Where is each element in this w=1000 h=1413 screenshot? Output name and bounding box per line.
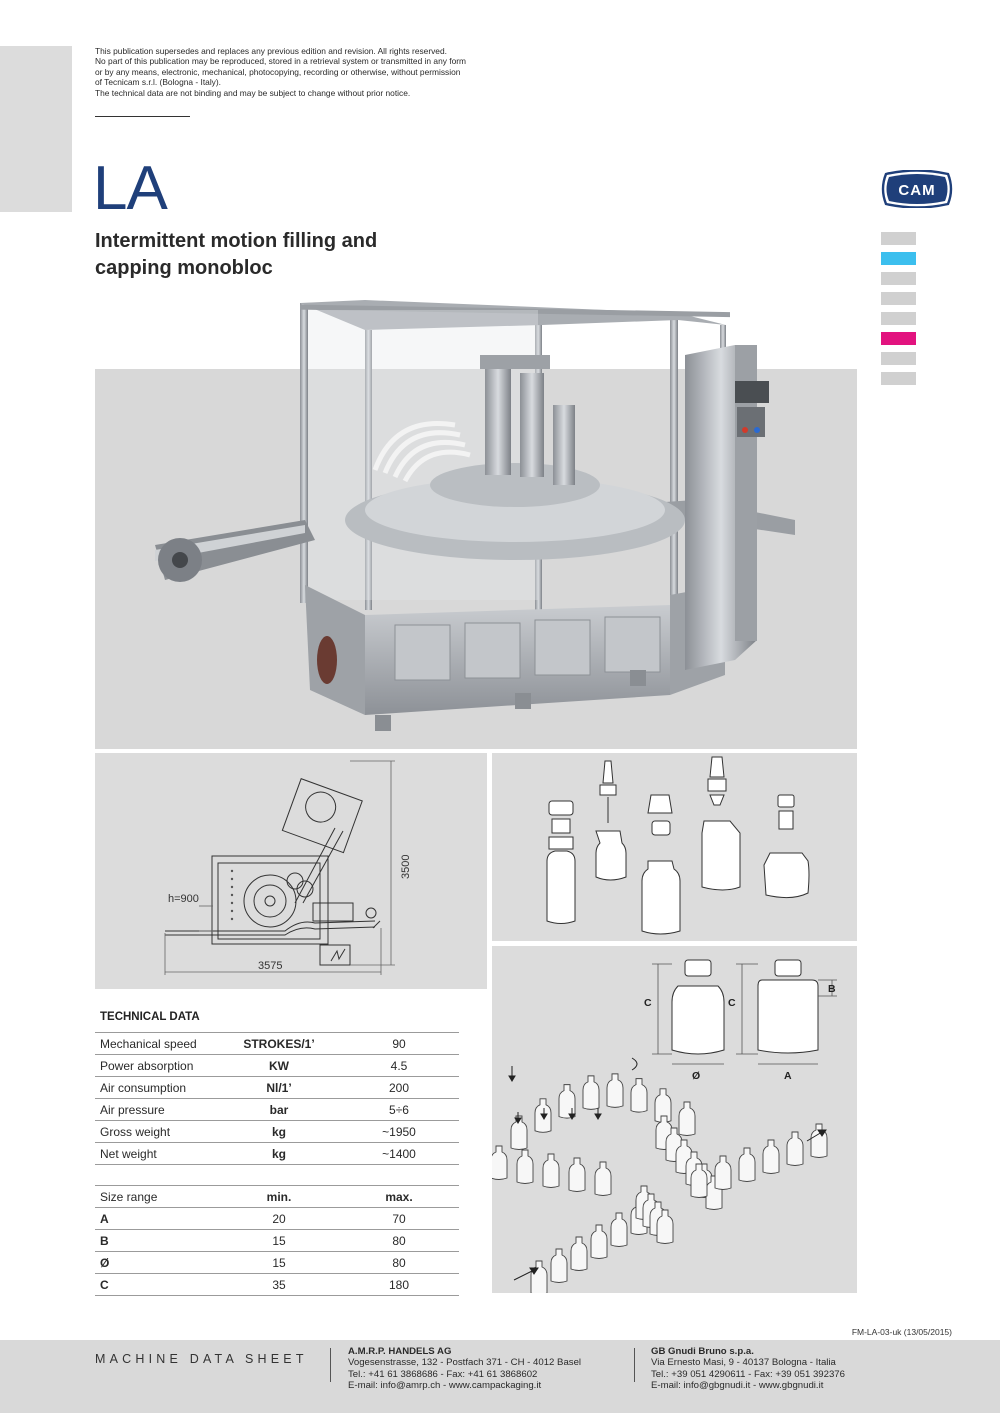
bottle-icon bbox=[762, 1139, 780, 1174]
process-illustration: C C B Ø A bbox=[492, 959, 837, 1293]
table-row: A 20 70 bbox=[95, 1207, 459, 1230]
dim-c-left: C bbox=[644, 997, 652, 1009]
bottle-icon bbox=[590, 1224, 608, 1259]
subtitle-line: capping monobloc bbox=[95, 257, 273, 279]
layout-drawing: h=900 3575 3500 bbox=[164, 760, 412, 975]
bottle-icon bbox=[542, 1153, 560, 1188]
notice-line: No part of this publication may be repro… bbox=[95, 56, 466, 67]
color-swatch bbox=[881, 312, 916, 325]
bottle-icon bbox=[738, 1147, 756, 1182]
notice-line: The technical data are not binding and m… bbox=[95, 87, 411, 98]
bottle-icon bbox=[714, 1155, 732, 1190]
table-row: Mechanical speed STROKES/1’ 90 bbox=[95, 1032, 459, 1055]
bottle-icon bbox=[610, 1212, 628, 1247]
color-swatch bbox=[881, 372, 916, 385]
bottle-icon bbox=[630, 1078, 648, 1113]
bottle-icon bbox=[550, 1248, 568, 1283]
dim-b: B bbox=[828, 983, 836, 995]
table-row: Gross weight kg ~1950 bbox=[95, 1120, 459, 1143]
size-range-table: Size range min. max. A 20 70 B 15 80 Ø 1… bbox=[95, 1185, 459, 1296]
table-row: Air consumption Nl/1’ 200 bbox=[95, 1076, 459, 1099]
bottle-icon bbox=[558, 1084, 576, 1119]
bottle-icon bbox=[530, 1260, 548, 1293]
notice-line: of Tecnicam s.r.l. (Bologna - Italy). bbox=[95, 77, 221, 88]
layout-drawing-panel: h=900 3575 3500 bbox=[95, 753, 487, 989]
footer-label: MACHINE DATA SHEET bbox=[95, 1352, 308, 1366]
table-header-row: Size range min. max. bbox=[95, 1185, 459, 1208]
bottle-icon bbox=[786, 1131, 804, 1166]
copyright-notice: This publication supersedes and replaces… bbox=[95, 46, 475, 98]
notice-line: This publication supersedes and replaces… bbox=[95, 46, 447, 56]
table-row: C 35 180 bbox=[95, 1273, 459, 1296]
footer-divider bbox=[634, 1348, 635, 1382]
color-swatch bbox=[881, 352, 916, 365]
bottle-icon bbox=[606, 1073, 624, 1108]
dim-a: A bbox=[784, 1070, 792, 1082]
table-row: Net weight kg ~1400 bbox=[95, 1142, 459, 1165]
footer: MACHINE DATA SHEET A.M.R.P. HANDELS AG V… bbox=[0, 1340, 1000, 1413]
bottle-icon bbox=[810, 1123, 828, 1158]
table-row: Air pressure bar 5÷6 bbox=[95, 1098, 459, 1121]
product-subtitle: Intermittent motion filling and capping … bbox=[95, 228, 515, 282]
bottle-icon bbox=[568, 1157, 586, 1192]
bottle-icon bbox=[582, 1075, 600, 1110]
color-swatch bbox=[881, 252, 916, 265]
color-swatch bbox=[881, 332, 916, 345]
bottle-icon bbox=[594, 1161, 612, 1196]
model-name: LA bbox=[93, 154, 168, 223]
color-swatch bbox=[881, 232, 916, 245]
table-row: Power absorption KW 4.5 bbox=[95, 1054, 459, 1077]
document-code: FM-LA-03-uk (13/05/2015) bbox=[851, 1327, 952, 1337]
closures-panel bbox=[492, 753, 857, 941]
bottle-icon bbox=[516, 1149, 534, 1184]
bottle-icon bbox=[570, 1236, 588, 1271]
technical-data-title: TECHNICAL DATA bbox=[100, 1011, 200, 1023]
height-label: h=900 bbox=[168, 893, 199, 905]
bottle-icon bbox=[690, 1163, 708, 1198]
bottle-icon bbox=[492, 1145, 508, 1180]
technical-data-table: Mechanical speed STROKES/1’ 90 Power abs… bbox=[95, 1032, 459, 1165]
subtitle-line: Intermittent motion filling and bbox=[95, 230, 378, 252]
footer-divider bbox=[330, 1348, 331, 1382]
bottle-icon bbox=[656, 1209, 674, 1244]
table-row: Ø 15 80 bbox=[95, 1251, 459, 1274]
color-swatch bbox=[881, 292, 916, 305]
notice-divider bbox=[95, 116, 190, 117]
dealer-address-1: A.M.R.P. HANDELS AG Vogesenstrasse, 132 … bbox=[348, 1346, 582, 1392]
dim-c-right: C bbox=[728, 997, 736, 1009]
machine-photo bbox=[155, 300, 795, 731]
notice-line: or by any means, electronic, mechanical,… bbox=[95, 66, 461, 77]
table-row: B 15 80 bbox=[95, 1229, 459, 1252]
closures-illustration bbox=[546, 756, 810, 935]
bottle-icon bbox=[510, 1115, 528, 1150]
dim-diameter: Ø bbox=[692, 1070, 700, 1082]
bottle-icon bbox=[678, 1101, 696, 1136]
logo-text: CAM bbox=[898, 182, 935, 199]
side-gray-block bbox=[0, 46, 72, 212]
cam-logo: CAM bbox=[881, 170, 953, 208]
dealer-address-2: GB Gnudi Bruno s.p.a. Via Ernesto Masi, … bbox=[651, 1346, 845, 1392]
process-panel: C C B Ø A bbox=[492, 946, 857, 1293]
color-swatch bbox=[881, 272, 916, 285]
tall-label: 3500 bbox=[400, 855, 412, 879]
width-label: 3575 bbox=[258, 960, 282, 972]
